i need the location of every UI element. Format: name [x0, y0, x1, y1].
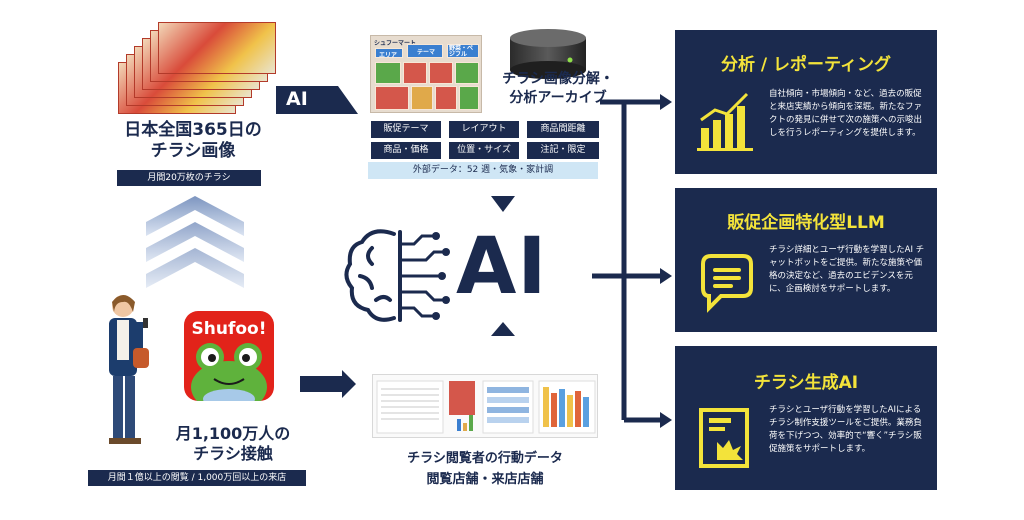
output-promo-llm: 販促企画特化型LLM チラシ詳細とユーザ行動を学習したAI チャットボットをご提… — [675, 188, 937, 332]
users-title-line2: チラシ接触 — [193, 444, 273, 463]
behavior-title-line1: チラシ閲覧者の行動データ — [407, 451, 563, 466]
external-data-bar: 外部データ：52 週・気象・家計調 — [368, 162, 598, 179]
frog-mascot-icon — [191, 343, 267, 401]
users-badge: 月間１億以上の閲覧 / 1,000万回以上の来店 — [88, 470, 306, 486]
ai-tag-shape — [276, 86, 358, 114]
behavior-title: チラシ閲覧者の行動データ 閲覧店舗・来店店舗 — [372, 448, 598, 490]
output-desc-analysis: 自社傾向・市場傾向・など、過去の販促と来店実績から傾向を深堀。新たなファクトの発… — [769, 89, 923, 138]
users-title-line1: 月1,100万人の — [175, 424, 291, 443]
output-desc-generation: チラシとユーザ行動を学習したAIによるチラシ制作支援ツールをご提供。業務負荷を下… — [769, 405, 922, 454]
users-title: 月1,100万人の チラシ接触 — [168, 424, 298, 464]
tag-product-distance: 商品間距離 — [527, 121, 599, 138]
ai-tag-label: AI — [286, 88, 308, 110]
tag-note-limited: 注記・限定 — [527, 142, 599, 159]
ai-center-label: AI — [456, 222, 548, 312]
ai-core: AI — [342, 220, 592, 332]
output-desc-llm: チラシ詳細とユーザ行動を学習したAI チャットボットをご提供。新たな施策や価格の… — [769, 245, 925, 294]
tag-product-price: 商品・価格 — [371, 142, 441, 159]
output-title-generation: チラシ生成AI — [753, 373, 859, 393]
flyer-document-icon — [699, 408, 749, 468]
walking-person-illustration — [109, 295, 149, 444]
bar-chart-icon — [697, 92, 753, 151]
brain-circuit-icon — [344, 229, 450, 322]
flyer-layout-thumbnail: シュフーマート エリア テーマ 野菜・ベジフル — [370, 35, 482, 113]
flyer-stack-image — [118, 22, 276, 114]
output-analysis-reporting: 分析 / レポーティング 自社傾向・市場傾向・など、過去の販促と来店実績から傾向… — [675, 30, 937, 174]
tag-position-size: 位置・サイズ — [449, 142, 519, 159]
source-title-line1: 日本全国365日の — [124, 120, 262, 140]
archive-title-line2: 分析アーカイブ — [509, 90, 607, 106]
shufoo-app-icon: Shufoo! — [184, 311, 274, 401]
thumb-label-store: シュフーマート — [374, 40, 417, 47]
source-badge: 月間20万枚のチラシ — [117, 170, 261, 186]
up-chevrons-icon — [146, 196, 244, 288]
database-cylinder-icon — [510, 29, 586, 79]
tag-layout: レイアウト — [449, 121, 519, 138]
tag-promo-theme: 販促テーマ — [371, 121, 441, 138]
app-name: Shufoo! — [191, 319, 267, 339]
archive-title-line1: チラシ画像分解・ — [502, 71, 614, 87]
output-title-llm: 販促企画特化型LLM — [727, 213, 885, 233]
behavior-title-line2: 閲覧店舗・来店店舗 — [426, 472, 544, 487]
output-title-analysis: 分析 / レポーティング — [720, 55, 892, 75]
behavior-dashboard-thumbnail — [372, 374, 598, 438]
thumb-label-veg: 野菜・ベジフル — [449, 45, 474, 58]
archive-title: チラシ画像分解・ 分析アーカイブ — [488, 70, 628, 108]
source-title-line2: チラシ画像 — [150, 141, 236, 161]
thumb-label-theme: テーマ — [417, 49, 436, 56]
ai-tag-arrow: AI — [276, 86, 358, 116]
dashboard-charts-image — [376, 380, 596, 434]
thumb-label-area: エリア — [379, 52, 398, 59]
chat-bubble-icon — [701, 254, 753, 313]
source-title: 日本全国365日の チラシ画像 — [108, 120, 278, 162]
output-flyer-generation-ai: チラシ生成AI チラシとユーザ行動を学習したAIによるチラシ制作支援ツールをご提… — [675, 346, 937, 490]
